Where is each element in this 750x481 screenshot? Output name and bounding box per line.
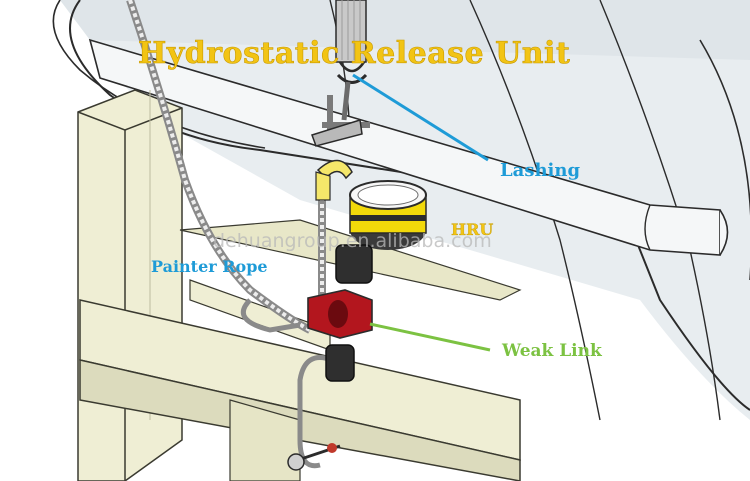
painter-rope [126, 0, 312, 334]
hru-device [315, 159, 427, 284]
painter-rope-label: Painter Rope [151, 257, 268, 276]
lashing-strap [335, 0, 367, 73]
lashing-label: Lashing [500, 160, 581, 181]
diagram-title: Hydrostatic Release Unit [138, 36, 571, 72]
lashing-callout-line [352, 73, 489, 162]
hru-label: HRU [451, 220, 494, 239]
watermark: dehuangroup.en.alibaba.com [213, 230, 492, 252]
weak-link-callout-line [369, 322, 491, 352]
weak-link-label: Weak Link [502, 341, 602, 361]
weak-link [307, 289, 373, 382]
